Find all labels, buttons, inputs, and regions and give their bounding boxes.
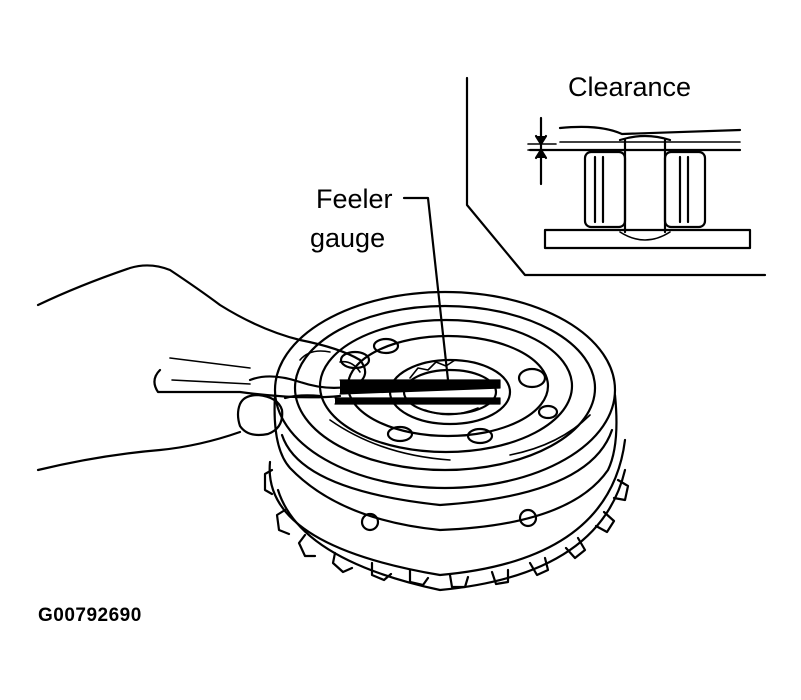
figure-code: G00792690 (38, 605, 142, 626)
clutch-drum (265, 292, 628, 590)
clearance-inset (467, 78, 765, 275)
hand (38, 265, 365, 470)
feeler-gauge-leader (404, 198, 448, 380)
feeler-gauge-label-line1: Feeler (316, 184, 393, 214)
feeler-gauge-label-line2: gauge (310, 223, 386, 253)
clearance-label: Clearance (568, 72, 692, 102)
feeler-gauge (154, 358, 500, 404)
